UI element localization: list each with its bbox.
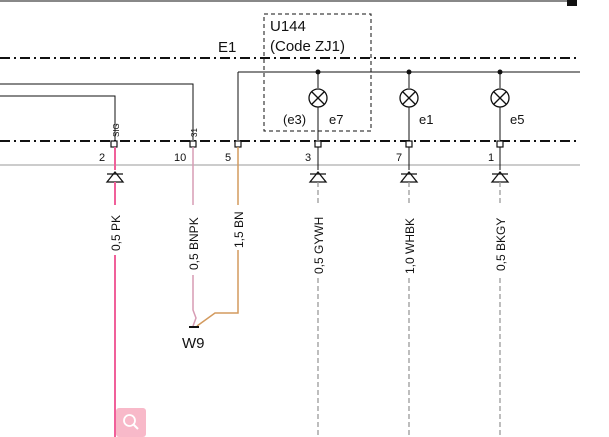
wire-label: 0,5 BNPK: [187, 217, 201, 270]
zoom-button[interactable]: [116, 408, 146, 437]
splice-label: W9: [182, 335, 205, 352]
lamp-icon: [490, 72, 510, 140]
wire-label: 0,5 BKGY: [494, 218, 508, 271]
pin-label-sig: SIG: [112, 123, 121, 137]
corner-marker: [567, 0, 577, 6]
wire-label: 1,5 BN: [232, 211, 246, 248]
lamp-e7-label: e7: [329, 112, 343, 127]
wire-label: 0,5 PK: [109, 215, 123, 251]
pin-number: 7: [396, 152, 402, 164]
sig-wire-internal: [0, 95, 116, 140]
pin-number: 1: [488, 152, 494, 164]
lamp-e7-alt-label: (e3): [283, 112, 306, 127]
pin-number: 2: [99, 152, 105, 164]
p31-wire-internal: [0, 83, 194, 140]
wire-label: 0,5 GYWH: [312, 217, 326, 274]
module-id: U144: [270, 18, 306, 35]
lamp-e5-label: e5: [510, 112, 524, 127]
lamp-e1-label: e1: [419, 112, 433, 127]
magnifier-icon: [123, 414, 139, 430]
lamp-icon: [399, 72, 419, 140]
connector-symbols: [105, 170, 510, 183]
wire-bnpk-lower: [192, 275, 197, 327]
module-code: (Code ZJ1): [270, 38, 345, 55]
pin-number: 10: [174, 152, 186, 164]
pin-label-31: 31: [190, 128, 199, 137]
lamp-icon: [308, 72, 328, 140]
pin-number: 3: [305, 152, 311, 164]
pin-number: 5: [225, 152, 231, 164]
ground-label: E1: [218, 39, 236, 56]
wire-label: 1,0 WHBK: [403, 218, 417, 274]
wire-bn-lower: [196, 250, 239, 327]
